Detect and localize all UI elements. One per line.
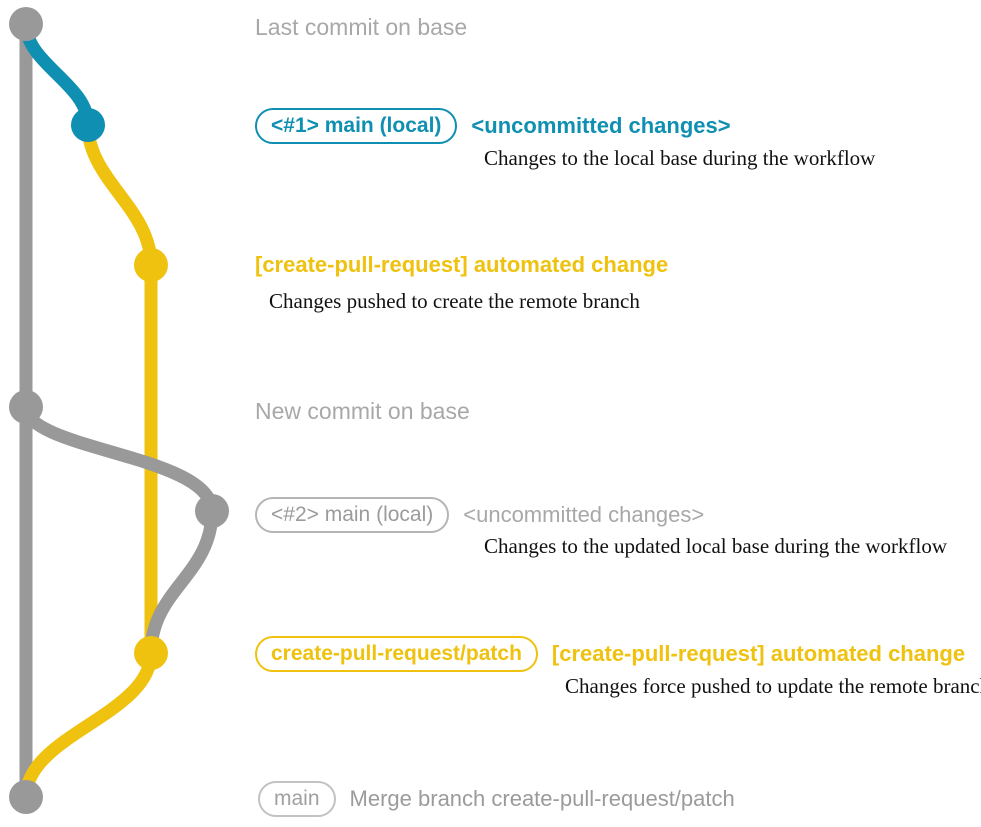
local-branch-line <box>19 17 95 132</box>
entry-patch-2: create-pull-request/patch [create-pull-r… <box>255 636 965 672</box>
entry-patch-1: [create-pull-request] automated change <box>255 254 668 276</box>
entry-local-2-subject: <uncommitted changes> <box>463 502 705 527</box>
commit-graph <box>9 7 229 814</box>
entry-last-commit-on-base-subject: Last commit on base <box>255 14 468 40</box>
entry-patch-2-description: Changes force pushed to update the remot… <box>565 674 981 698</box>
patch-merge-line <box>19 646 158 804</box>
entry-patch-1-description: Changes pushed to create the remote bran… <box>269 289 640 313</box>
entry-merge-subject: Merge branch create-pull-request/patch <box>349 786 735 811</box>
badge-main-local-1[interactable]: <#1> main (local) <box>255 108 458 144</box>
entry-patch-1-subject: [create-pull-request] automated change <box>255 252 669 277</box>
commit-node-base-new[interactable] <box>9 390 43 424</box>
entry-local-1-description: Changes to the local base during the wor… <box>484 146 876 170</box>
entry-local-2: <#2> main (local) <uncommitted changes> <box>255 497 704 533</box>
commit-node-local-2[interactable] <box>195 494 229 528</box>
badge-create-pull-request-patch[interactable]: create-pull-request/patch <box>255 636 538 672</box>
patch-branch-line-upper <box>81 118 158 272</box>
badge-main-local-2[interactable]: <#2> main (local) <box>255 497 450 533</box>
updated-local-branch-line <box>19 400 219 518</box>
entry-new-commit-on-base-subject: New commit on base <box>255 398 470 424</box>
commit-node-merge[interactable] <box>9 780 43 814</box>
commit-node-patch-2[interactable] <box>134 636 168 670</box>
entry-local-1-subject: <uncommitted changes> <box>471 113 731 138</box>
entry-local-2-description: Changes to the updated local base during… <box>484 534 948 558</box>
commit-node-local-1[interactable] <box>71 108 105 142</box>
commit-node-base-head[interactable] <box>9 7 43 41</box>
entry-merge: main Merge branch create-pull-request/pa… <box>258 781 735 817</box>
entry-patch-2-subject: [create-pull-request] automated change <box>551 641 966 666</box>
updated-local-to-patch-line <box>144 504 219 660</box>
commit-node-patch-1[interactable] <box>134 248 168 282</box>
entry-local-1: <#1> main (local) <uncommitted changes> <box>255 108 731 144</box>
badge-main[interactable]: main <box>258 781 336 817</box>
